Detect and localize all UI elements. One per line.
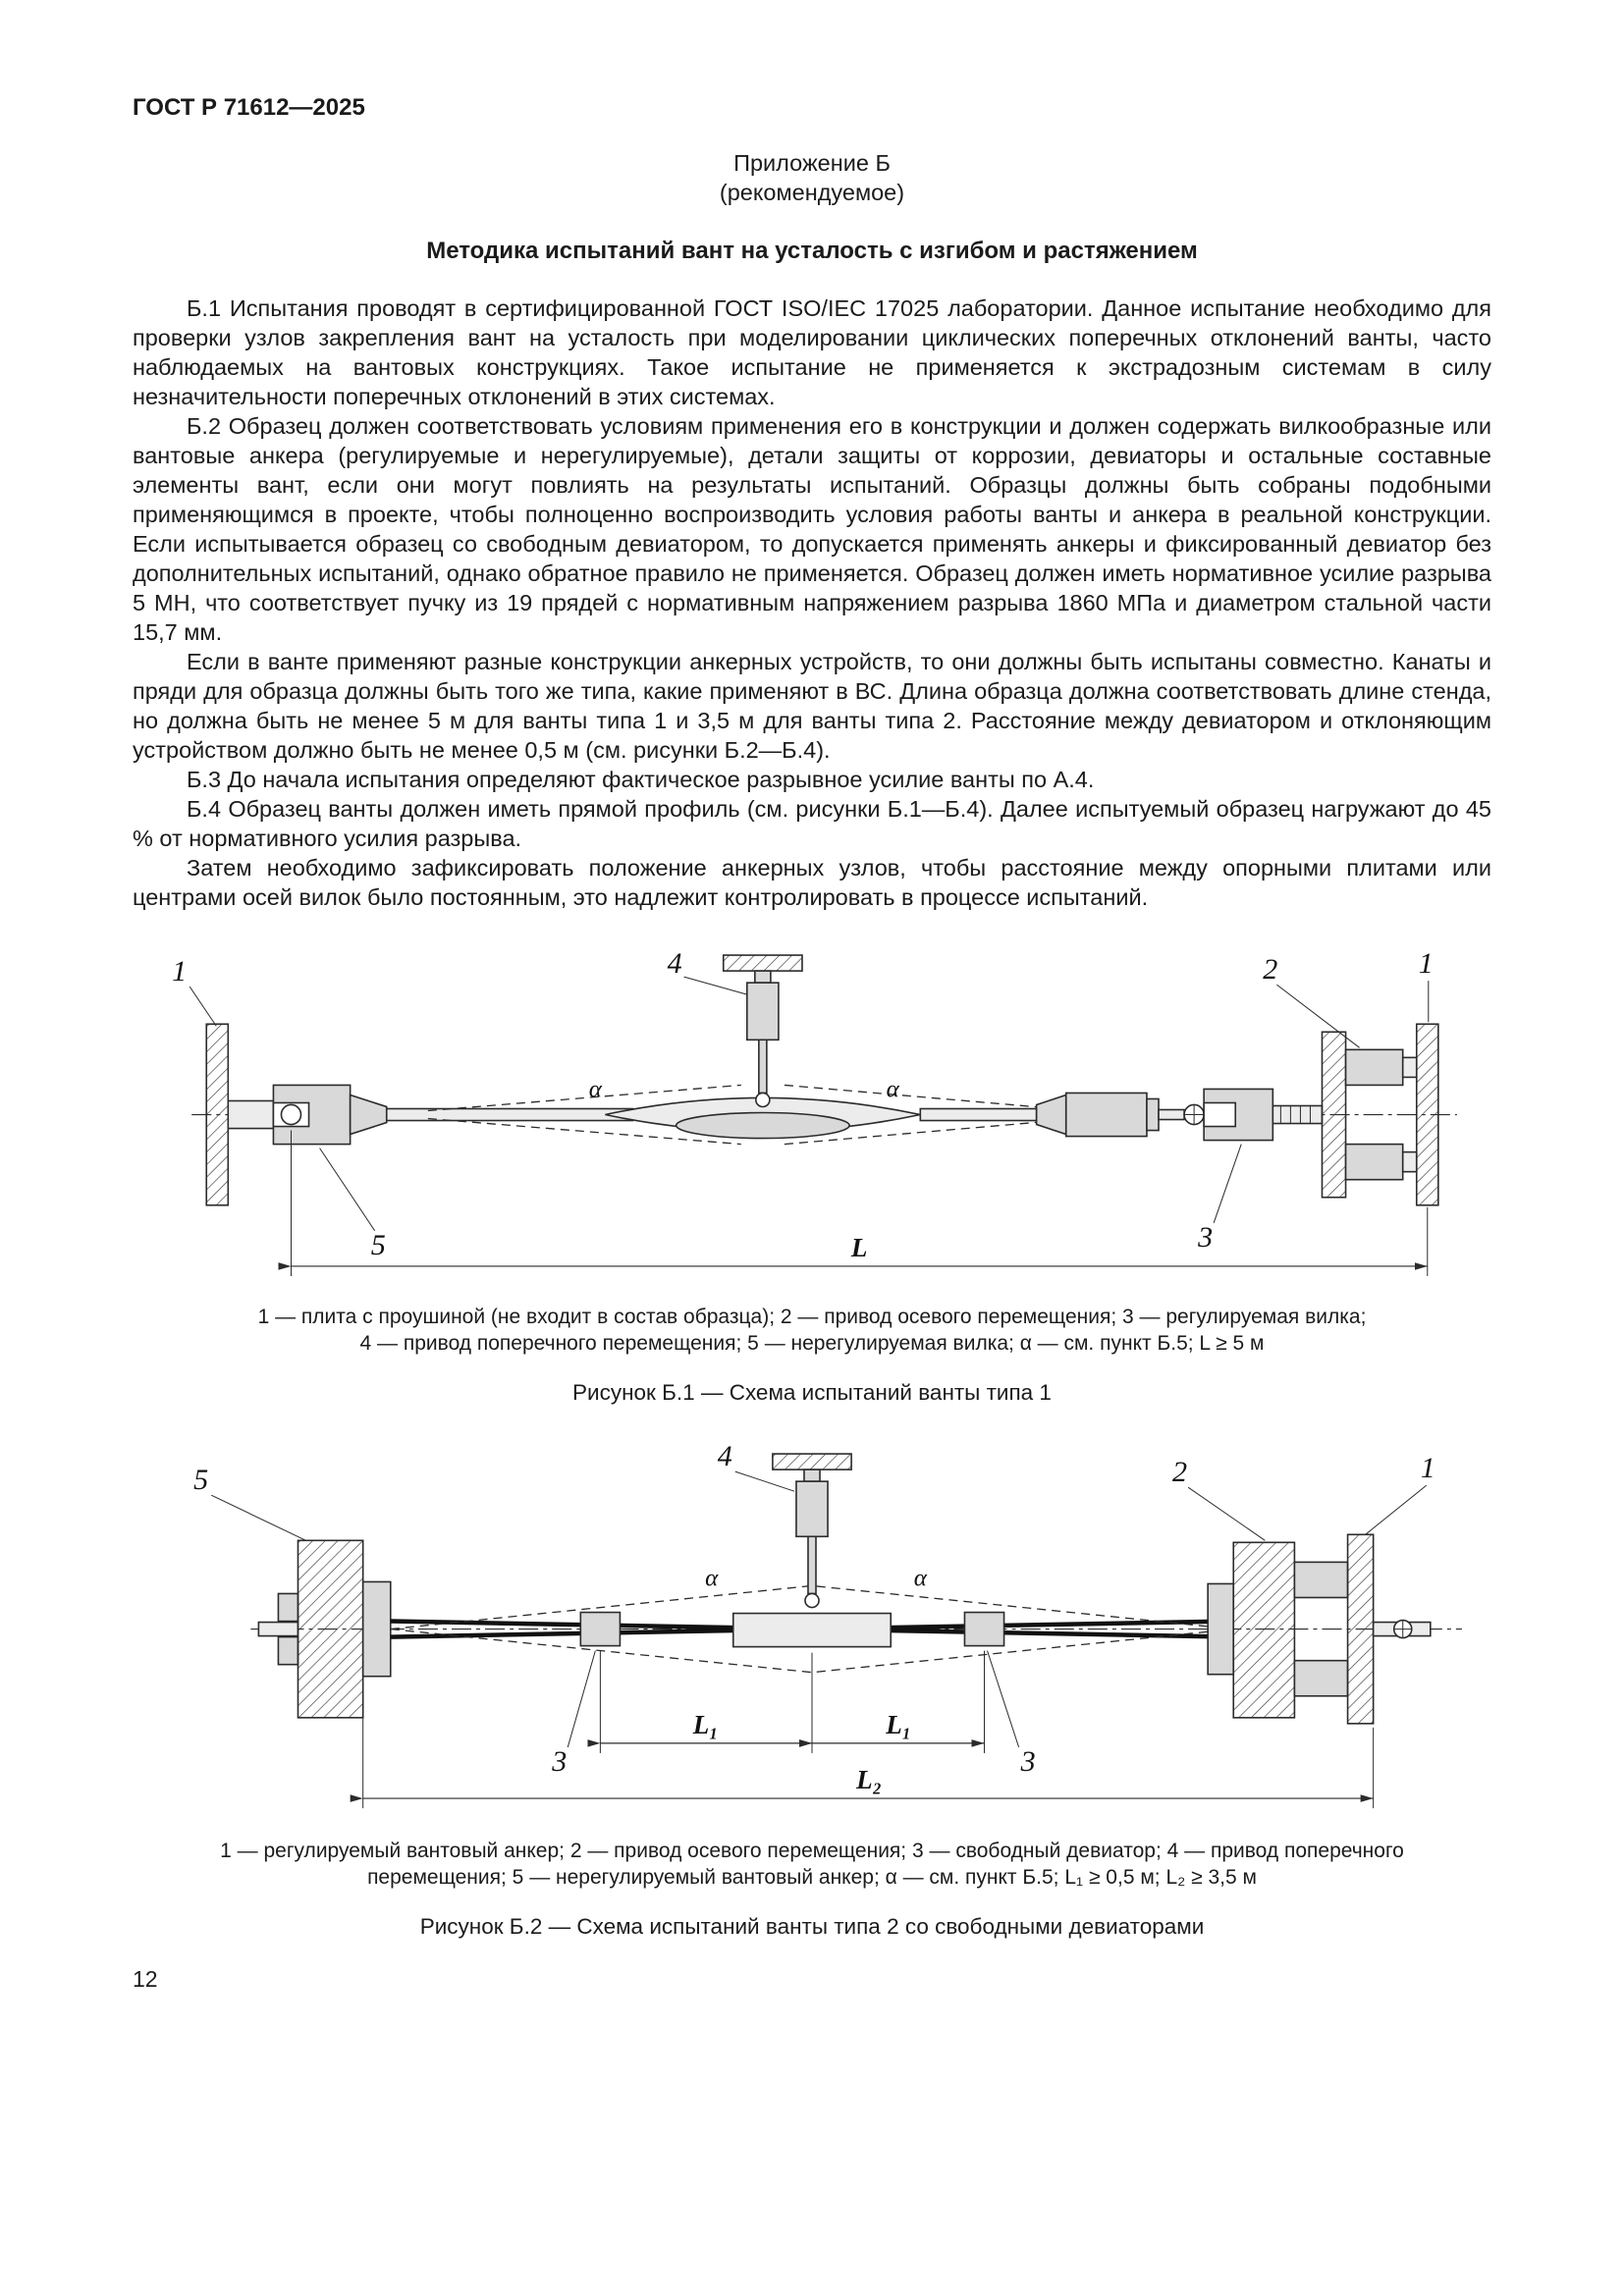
central-deflector xyxy=(731,1612,893,1648)
callout-1-left: 1 xyxy=(172,954,187,988)
dimension-L: L xyxy=(278,1130,1429,1276)
dimension-L1-left: L₁ xyxy=(587,1650,813,1753)
alpha-left-label: α xyxy=(705,1565,719,1591)
callout-3-right: 3 xyxy=(1020,1744,1036,1778)
figure-b2-drawing: 5 4 2 1 3 3 α α L₁ xyxy=(193,1439,1462,1809)
dimension-L1-right: L₁ xyxy=(798,1650,986,1753)
figure-b2-legend-line2: перемещения; 5 — нерегулируемый вантовый… xyxy=(367,1866,1257,1890)
cable-left-segment xyxy=(385,1107,634,1122)
alpha-right-label: α xyxy=(887,1076,900,1102)
figure-b1: 1 4 2 1 5 3 α α L 1 xyxy=(133,937,1491,1407)
free-deviator-right xyxy=(963,1611,1005,1647)
figure-b1-legend-line2: 4 — привод поперечного перемещения; 5 — … xyxy=(359,1332,1265,1356)
document-code: ГОСТ Р 71612—2025 xyxy=(133,94,365,121)
callout-4: 4 xyxy=(718,1439,732,1472)
paragraph-b4: Б.4 Образец ванты должен иметь прямой пр… xyxy=(133,796,1491,851)
adjustable-anchor-and-axial-drive xyxy=(1207,1533,1432,1725)
figure-b2: 5 4 2 1 3 3 α α L₁ xyxy=(133,1432,1491,1941)
dimension-L2: L₂ xyxy=(350,1682,1375,1809)
callout-2: 2 xyxy=(1263,952,1277,986)
non-adjustable-fork xyxy=(272,1084,388,1146)
dim-L1-right-label: L₁ xyxy=(885,1710,911,1739)
paragraph-b1: Б.1 Испытания проводят в сертифицированн… xyxy=(133,295,1491,409)
alpha-right-label: α xyxy=(914,1565,928,1591)
adjustable-fork xyxy=(1203,1088,1324,1142)
callout-4: 4 xyxy=(668,946,682,980)
transverse-drive xyxy=(772,1453,852,1609)
figure-b1-title: Рисунок Б.1 — Схема испытаний ванты типа… xyxy=(572,1380,1052,1406)
dim-L-label: L xyxy=(850,1233,868,1262)
callout-5: 5 xyxy=(371,1228,386,1261)
appendix-title: Методика испытаний вант на усталость с и… xyxy=(426,238,1198,264)
figure-b1-drawing: 1 4 2 1 5 3 α α L xyxy=(172,946,1457,1276)
paragraph-b2: Б.2 Образец должен соответствовать услов… xyxy=(133,413,1491,645)
transverse-drive xyxy=(722,954,803,1108)
appendix-label: Приложение Б xyxy=(733,150,891,176)
figure-b2-legend-line1: 1 — регулируемый вантовый анкер; 2 — при… xyxy=(220,1840,1404,1863)
callout-1-right: 1 xyxy=(1419,946,1434,980)
axial-drive-and-plates xyxy=(1321,1023,1439,1206)
callout-3: 3 xyxy=(1197,1220,1213,1254)
figure-b1-callouts: 1 4 2 1 5 3 α α xyxy=(172,946,1434,1261)
page-number: 12 xyxy=(133,1966,158,1993)
callout-1: 1 xyxy=(1421,1451,1435,1484)
callout-5: 5 xyxy=(193,1463,208,1496)
alpha-left-label: α xyxy=(589,1076,603,1102)
appendix-note: (рекомендуемое) xyxy=(719,180,905,205)
paragraph-b3: Б.3 До начала испытания определяют факти… xyxy=(187,767,1095,792)
paragraph-b2-cont: Если в ванте применяют разные конструкци… xyxy=(133,649,1491,763)
paragraph-b4-cont: Затем необходимо зафиксировать положение… xyxy=(133,855,1491,910)
figure-b2-callouts: 5 4 2 1 3 3 α α xyxy=(193,1439,1435,1778)
dim-L1-left-label: L₁ xyxy=(692,1710,719,1739)
figure-b1-legend-line1: 1 — плита с проушиной (не входит в соста… xyxy=(257,1306,1367,1329)
figure-b2-legend: 1 — регулируемый вантовый анкер; 2 — при… xyxy=(133,1838,1491,1891)
dim-L2-label: L₂ xyxy=(855,1765,882,1794)
figure-b1-legend: 1 — плита с проушиной (не входит в соста… xyxy=(133,1304,1491,1357)
callout-2: 2 xyxy=(1172,1455,1187,1488)
non-adjustable-anchor xyxy=(257,1539,392,1719)
left-eye-plate xyxy=(205,1023,275,1206)
cable-right-segment xyxy=(919,1107,1038,1122)
deflection-envelope xyxy=(427,1084,1080,1146)
anchor-socket xyxy=(1035,1092,1205,1138)
callout-3-left: 3 xyxy=(551,1744,567,1778)
figure-b2-title: Рисунок Б.2 — Схема испытаний ванты типа… xyxy=(419,1914,1205,1940)
free-deviator-left xyxy=(579,1611,622,1647)
